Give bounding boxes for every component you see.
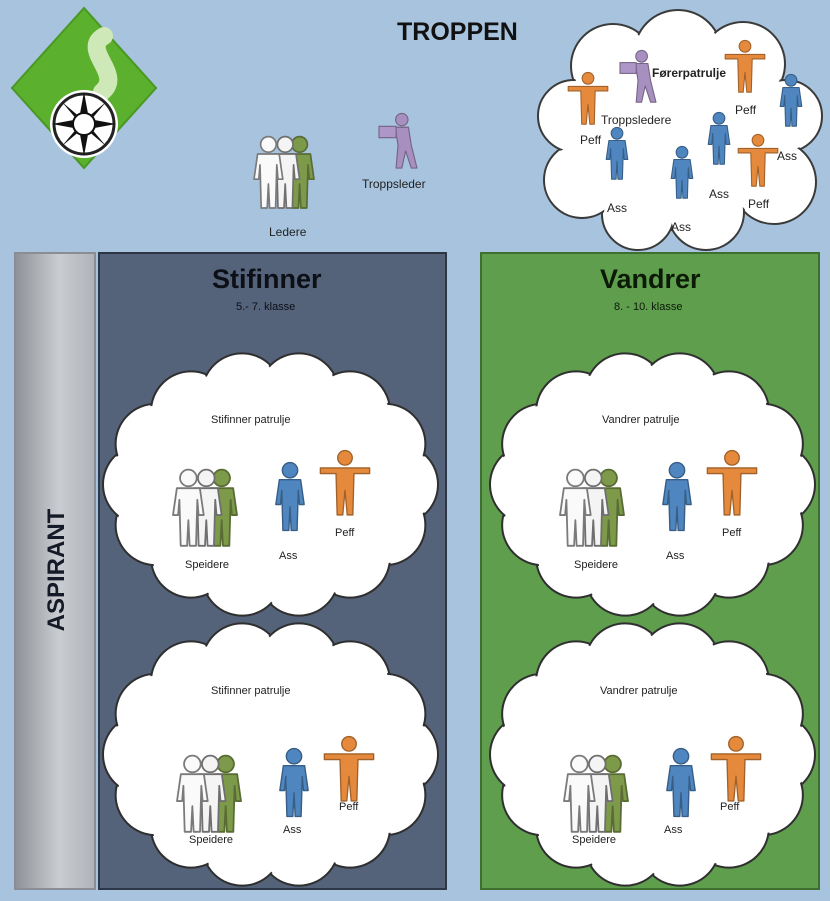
troop-leader-icon bbox=[378, 112, 418, 169]
patrol-name: Vandrer patrulje bbox=[600, 685, 678, 697]
leaders-group-icon bbox=[253, 135, 315, 209]
scouts-label: Speidere bbox=[189, 834, 234, 846]
stifinner-title: Stifinner bbox=[212, 264, 322, 294]
stifinner-subtitle: 5.- 7. klasse bbox=[236, 301, 296, 313]
vandrer-title: Vandrer bbox=[600, 264, 701, 294]
ass-label: Ass bbox=[709, 187, 730, 201]
vandrer-subtitle: 8. - 10. klasse bbox=[614, 301, 683, 313]
troop-leader-label: Troppsleder bbox=[362, 177, 426, 191]
peff-icon bbox=[710, 735, 762, 802]
ass-icon bbox=[670, 145, 694, 199]
patrol-cloud: Vandrer patrulje Speidere Ass Peff bbox=[489, 622, 816, 887]
compass-trail-logo-icon bbox=[10, 6, 158, 170]
peff-label: Peff bbox=[722, 527, 742, 539]
ass-label: Ass bbox=[279, 550, 298, 562]
leader-patrol-members bbox=[567, 39, 803, 199]
ass-label: Ass bbox=[777, 149, 798, 163]
scouts-group-icon bbox=[176, 754, 242, 833]
peff-icon bbox=[724, 39, 766, 93]
ass-icon bbox=[279, 747, 309, 818]
scouts-group-icon bbox=[172, 468, 238, 547]
peff-label: Peff bbox=[735, 103, 757, 117]
scouts-label: Speidere bbox=[572, 834, 617, 846]
ass-label: Ass bbox=[607, 201, 628, 215]
peff-icon bbox=[567, 71, 609, 125]
scouts-group-icon bbox=[559, 468, 625, 547]
patrol-name: Vandrer patrulje bbox=[602, 414, 680, 426]
scouts-label: Speidere bbox=[185, 559, 230, 571]
scouts-label: Speidere bbox=[574, 559, 619, 571]
ass-icon bbox=[779, 73, 803, 127]
scouts-group-icon bbox=[563, 754, 629, 833]
peff-label: Peff bbox=[339, 801, 359, 813]
ass-icon bbox=[605, 126, 629, 180]
peff-icon bbox=[706, 449, 758, 516]
aspirant-label: ASPIRANT bbox=[43, 508, 70, 632]
ass-icon bbox=[275, 461, 305, 532]
troop-leaders-icon bbox=[619, 49, 657, 103]
leader-patrol-title: Førerpatrulje bbox=[652, 66, 727, 80]
troop-leaders-label: Troppsledere bbox=[601, 113, 672, 127]
peff-label: Peff bbox=[580, 133, 602, 147]
peff-label: Peff bbox=[335, 527, 355, 539]
leaders-group-icon bbox=[253, 135, 315, 209]
patrol-name: Stifinner patrulje bbox=[211, 414, 291, 426]
troop-leader-icon bbox=[378, 112, 418, 169]
peff-icon bbox=[737, 133, 779, 187]
ass-label: Ass bbox=[671, 220, 692, 234]
page-title: TROPPEN bbox=[397, 18, 518, 46]
ass-icon bbox=[707, 111, 731, 165]
patrol-cloud: Stifinner patrulje Speidere Ass Peff bbox=[102, 352, 439, 617]
patrol-cloud: Stifinner patrulje Speidere Ass Peff bbox=[102, 622, 439, 887]
patrol-name: Stifinner patrulje bbox=[211, 685, 291, 697]
ass-icon bbox=[662, 461, 692, 532]
ass-label: Ass bbox=[664, 824, 683, 836]
ass-icon bbox=[666, 747, 696, 818]
leaders-label: Ledere bbox=[269, 225, 307, 239]
aspirant-bar bbox=[14, 252, 96, 890]
ass-label: Ass bbox=[666, 550, 685, 562]
peff-icon bbox=[323, 735, 375, 802]
peff-label: Peff bbox=[720, 801, 740, 813]
ass-label: Ass bbox=[283, 824, 302, 836]
peff-icon bbox=[319, 449, 371, 516]
peff-label: Peff bbox=[748, 197, 770, 211]
patrol-cloud: Vandrer patrulje Speidere Ass Peff bbox=[489, 352, 816, 617]
